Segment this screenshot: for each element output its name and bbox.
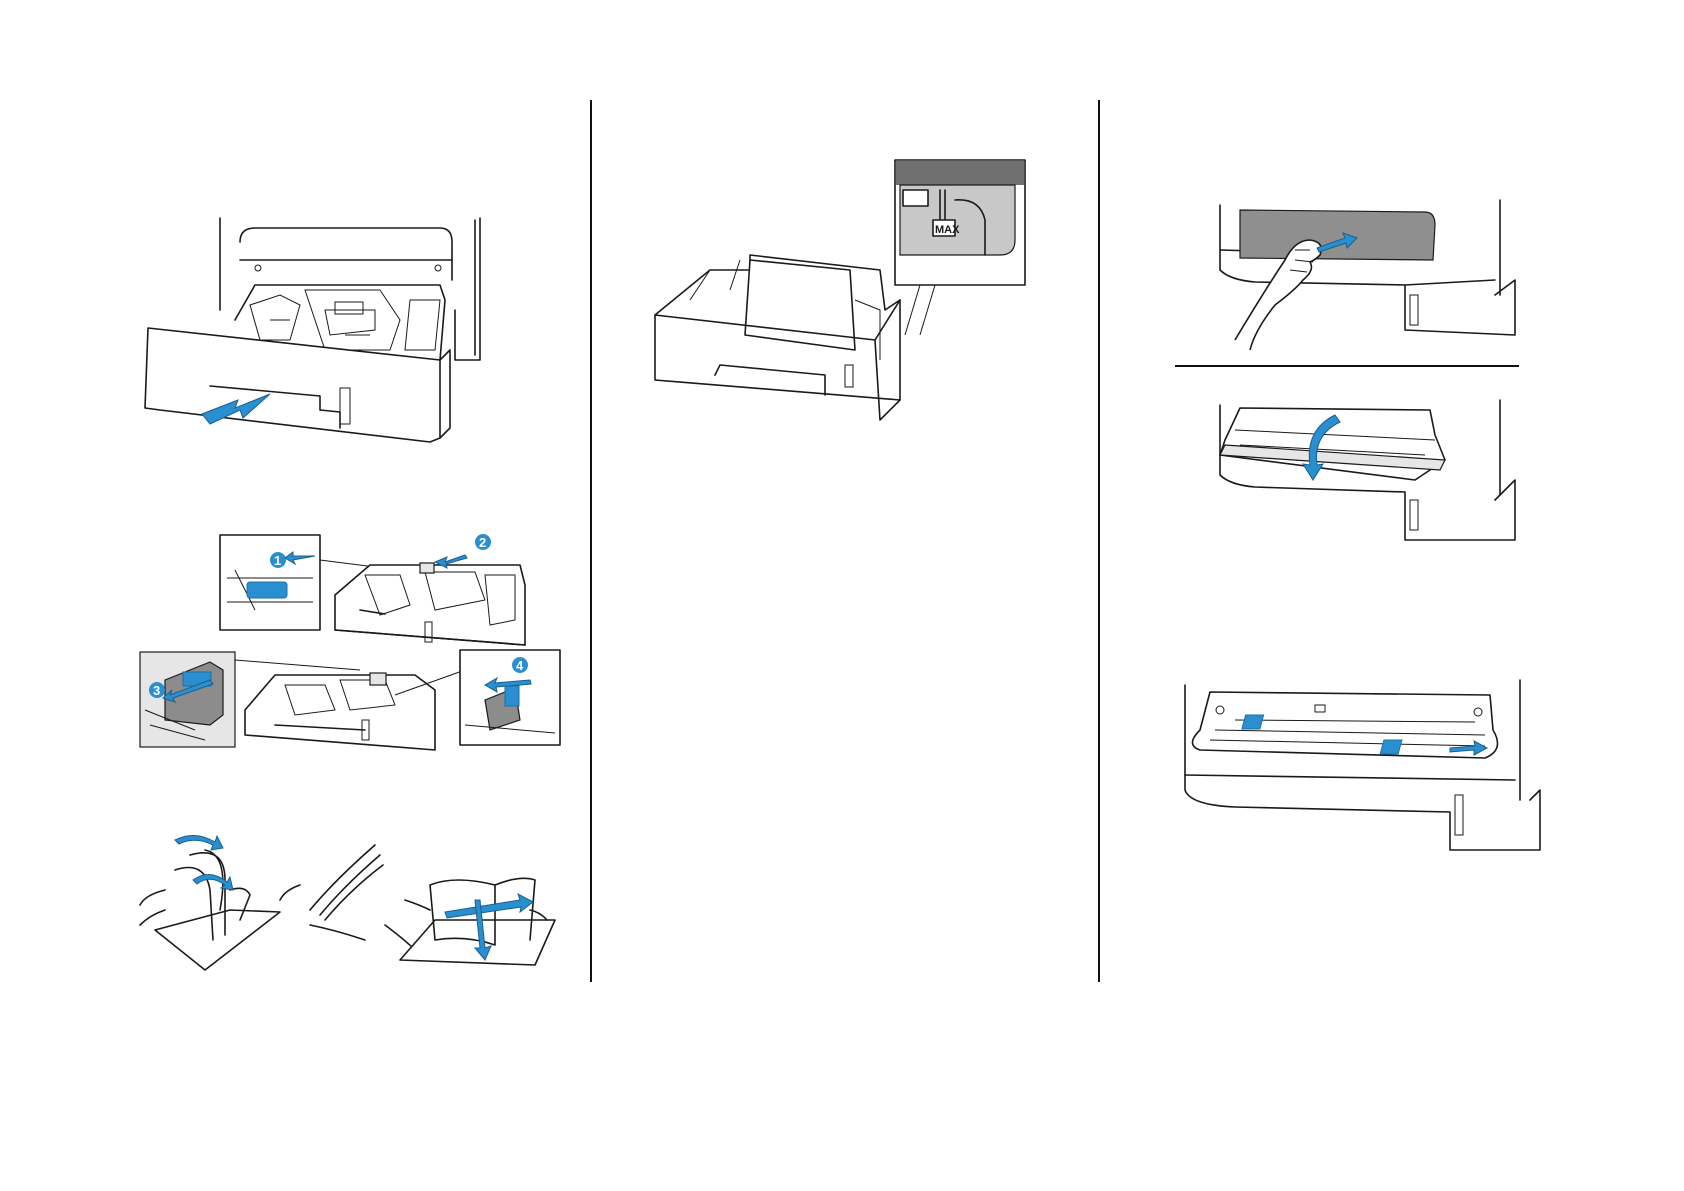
step4-badge: 4	[512, 657, 528, 673]
illustration-adjust-mpf-guides	[1175, 680, 1545, 855]
step2-badge: 2	[475, 534, 491, 550]
svg-text:3: 3	[153, 683, 160, 698]
illustration-adjust-guides: 1 2 3 4	[135, 530, 565, 780]
svg-text:4: 4	[516, 658, 524, 673]
illustration-load-paper: MAX	[650, 160, 1030, 430]
step1-badge: 1	[270, 552, 286, 568]
illustration-flex-paper	[135, 830, 565, 980]
step3-badge: 3	[149, 682, 165, 698]
illustration-open-mpf	[1195, 400, 1515, 550]
column-divider-left	[590, 100, 592, 982]
svg-text:1: 1	[274, 553, 281, 568]
illustration-open-feeder-door	[1195, 200, 1515, 350]
illustration-remove-tray	[140, 210, 520, 450]
svg-text:2: 2	[479, 535, 486, 550]
max-label: MAX	[935, 224, 960, 236]
column-divider-right	[1098, 100, 1100, 982]
section-divider	[1175, 365, 1519, 367]
